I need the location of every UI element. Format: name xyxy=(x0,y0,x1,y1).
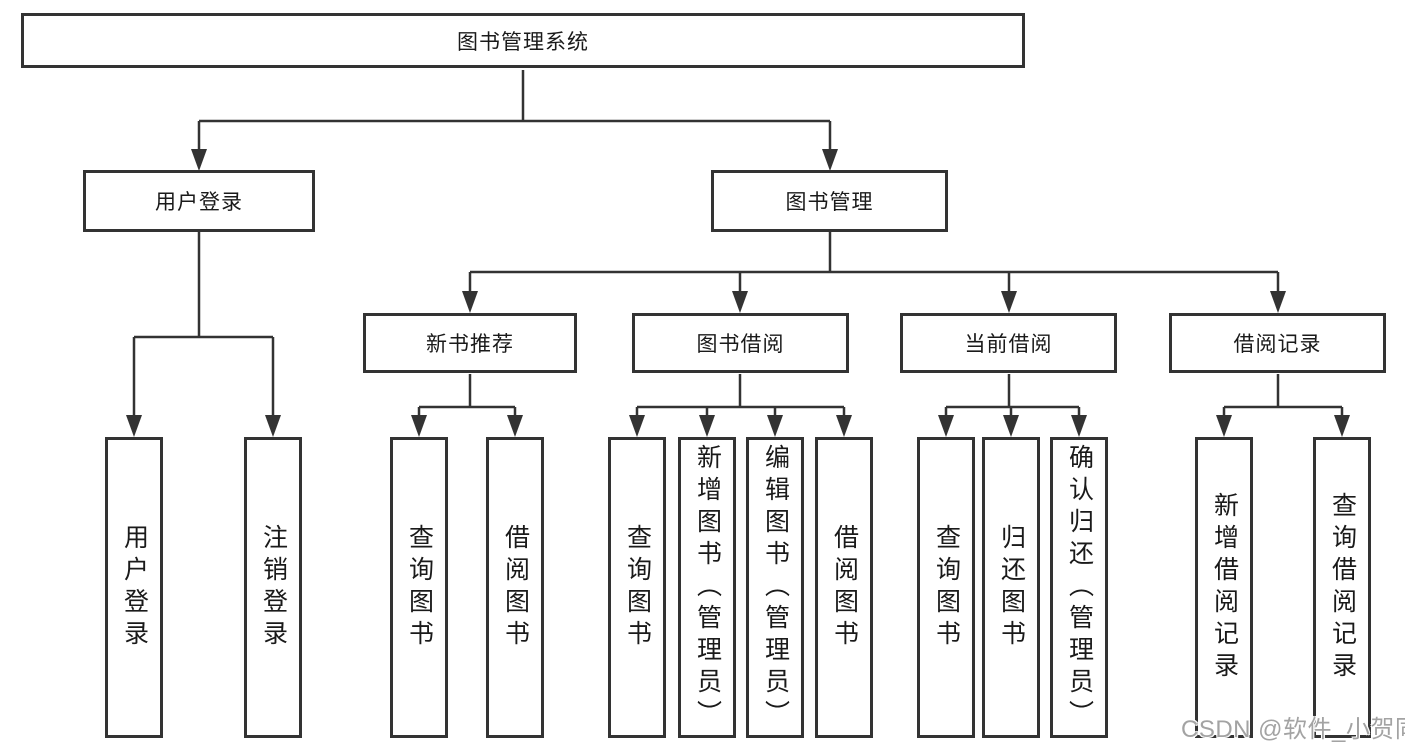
arrowhead-icon xyxy=(629,415,645,437)
leaf-borrow-books-recommend: 借阅图书 xyxy=(486,437,544,738)
leaf-return-books-label: 归还图书 xyxy=(997,523,1026,652)
leaf-add-borrow-record: 新增借阅记录 xyxy=(1195,437,1253,738)
arrowhead-icon xyxy=(411,415,427,437)
arrowhead-icon xyxy=(822,149,838,171)
arrowhead-icon xyxy=(1001,291,1017,313)
arrowhead-icon xyxy=(126,415,142,437)
arrowhead-icon xyxy=(462,291,478,313)
arrowhead-icon xyxy=(836,415,852,437)
leaf-query-borrow-record-label: 查询借阅记录 xyxy=(1328,491,1357,684)
connector-userlogin-to-leaves xyxy=(132,232,275,418)
connector-currentborrow-to-leaves xyxy=(944,374,1081,418)
leaf-add-borrow-record-label: 新增借阅记录 xyxy=(1210,491,1239,684)
leaf-borrow-books-recommend-label: 借阅图书 xyxy=(501,523,530,652)
node-user-login-label: 用户登录 xyxy=(155,191,243,214)
node-user-login: 用户登录 xyxy=(83,170,315,232)
connector-bookmgmt-to-level3 xyxy=(468,232,1280,294)
connector-root-to-level2 xyxy=(197,70,832,152)
arrowhead-icon xyxy=(191,149,207,171)
node-borrow-records-label: 借阅记录 xyxy=(1233,333,1322,356)
leaf-return-books: 归还图书 xyxy=(982,437,1040,738)
leaf-add-books-admin: 新增图书（管理员） xyxy=(678,437,736,738)
arrowhead-icon xyxy=(507,415,523,437)
leaf-user-login: 用户登录 xyxy=(105,437,163,738)
leaf-user-login-label: 用户登录 xyxy=(120,523,149,652)
leaf-edit-books-admin-label: 编辑图书（管理员） xyxy=(761,443,790,732)
leaf-query-books-recommend: 查询图书 xyxy=(390,437,448,738)
arrowhead-icon xyxy=(1216,415,1232,437)
node-root: 图书管理系统 xyxy=(21,13,1025,68)
node-book-borrow: 图书借阅 xyxy=(632,313,849,373)
arrowhead-icon xyxy=(1003,415,1019,437)
watermark: CSDN @软件_小贺同学 xyxy=(1181,716,1405,743)
arrowhead-icon xyxy=(767,415,783,437)
arrowhead-icon xyxy=(1334,415,1350,437)
node-current-borrow-label: 当前借阅 xyxy=(964,333,1053,356)
leaf-borrow-books: 借阅图书 xyxy=(815,437,873,738)
node-book-borrow-label: 图书借阅 xyxy=(696,333,785,356)
node-book-management: 图书管理 xyxy=(711,170,948,232)
node-current-borrow: 当前借阅 xyxy=(900,313,1117,373)
arrowhead-icon xyxy=(699,415,715,437)
node-borrow-records: 借阅记录 xyxy=(1169,313,1386,373)
leaf-query-books-borrow-label: 查询图书 xyxy=(623,523,652,652)
leaf-confirm-return-admin-label: 确认归还（管理员） xyxy=(1065,443,1094,732)
leaf-query-books-recommend-label: 查询图书 xyxy=(405,523,434,652)
leaf-add-books-admin-label: 新增图书（管理员） xyxy=(693,443,722,732)
leaf-query-books-current-label: 查询图书 xyxy=(932,523,961,652)
node-root-label: 图书管理系统 xyxy=(457,30,589,54)
connector-newbook-to-leaves xyxy=(417,374,517,418)
leaf-logout: 注销登录 xyxy=(244,437,302,738)
node-new-book-recommend-label: 新书推荐 xyxy=(426,333,514,356)
leaf-query-books-borrow: 查询图书 xyxy=(608,437,666,738)
connector-bookborrow-to-leaves xyxy=(635,374,846,418)
arrowhead-icon xyxy=(1071,415,1087,437)
arrowhead-icon xyxy=(265,415,281,437)
leaf-query-books-current: 查询图书 xyxy=(917,437,975,738)
arrowhead-icon xyxy=(732,291,748,313)
leaf-confirm-return-admin: 确认归还（管理员） xyxy=(1050,437,1108,738)
arrowhead-icon xyxy=(1270,291,1286,313)
node-new-book-recommend: 新书推荐 xyxy=(363,313,577,373)
node-book-management-label: 图书管理 xyxy=(785,191,874,214)
leaf-logout-label: 注销登录 xyxy=(259,523,288,652)
leaf-borrow-books-label: 借阅图书 xyxy=(830,523,859,652)
connector-borrowrecords-to-leaves xyxy=(1222,374,1344,418)
leaf-edit-books-admin: 编辑图书（管理员） xyxy=(746,437,804,738)
arrowhead-icon xyxy=(938,415,954,437)
leaf-query-borrow-record: 查询借阅记录 xyxy=(1313,437,1371,738)
